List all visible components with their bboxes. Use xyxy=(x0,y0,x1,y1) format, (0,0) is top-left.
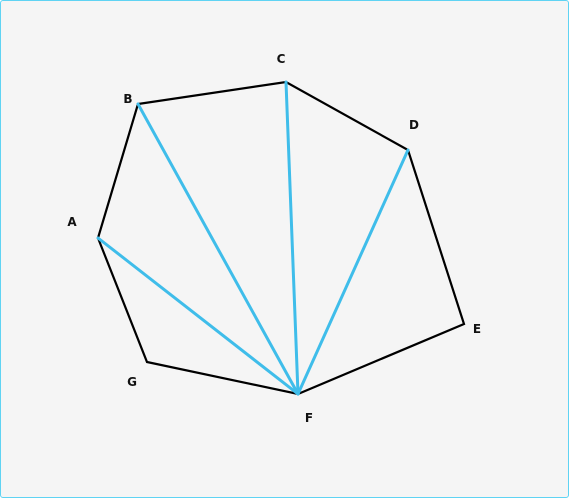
vertex-label-e: E xyxy=(473,322,481,336)
vertex-label-f: F xyxy=(305,411,313,425)
diagonals-group xyxy=(96,80,410,396)
heptagon-outline xyxy=(96,80,466,396)
diagonal-f-a xyxy=(96,236,300,396)
diagonal-f-c xyxy=(284,80,300,396)
vertex-label-b: B xyxy=(123,92,132,106)
vertex-label-a: A xyxy=(67,215,77,229)
diagonal-f-d xyxy=(296,148,410,396)
vertex-label-d: D xyxy=(409,118,419,132)
vertex-labels: A B C D E F G xyxy=(67,52,481,425)
vertex-label-g: G xyxy=(127,375,137,389)
diagonal-f-b xyxy=(136,102,300,396)
vertex-label-c: C xyxy=(277,52,286,66)
